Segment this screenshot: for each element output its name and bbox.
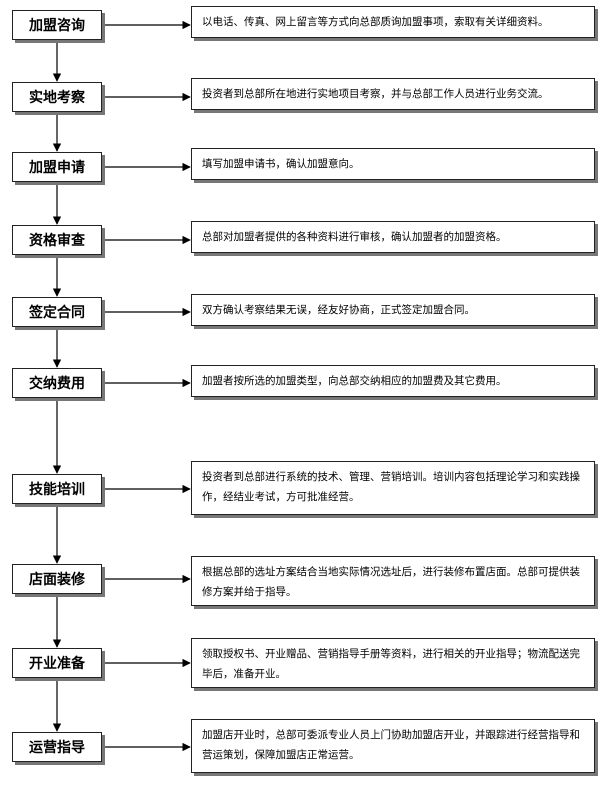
step-label-3: 加盟申请 (12, 152, 102, 182)
step-desc-text-5: 双方确认考察结果无误，经友好协商，正式签定加盟合同。 (202, 304, 475, 316)
step-desc-text-9: 领取授权书、开业赠品、营销指导手册等资料，进行相关的开业指导；物流配送完毕后，准… (202, 648, 580, 680)
step-desc-8: 根据总部的选址方案结合当地实际情况选址后，进行装修布置店面。总部可提供装修方案并… (191, 556, 595, 606)
step-label-7: 技能培训 (12, 474, 102, 504)
step-desc-2: 投资者到总部所在地进行实地项目考察，并与总部工作人员进行业务交流。 (191, 78, 595, 110)
step-desc-text-1: 以电话、传真、网上留言等方式向总部质询加盟事项，索取有关详细资料。 (202, 16, 549, 28)
step-label-2: 实地考察 (12, 82, 102, 112)
step-label-4: 资格审查 (12, 225, 102, 255)
step-label-10: 运营指导 (12, 732, 102, 762)
step-label-5: 签定合同 (12, 297, 102, 327)
step-desc-3: 填写加盟申请书，确认加盟意向。 (191, 148, 595, 180)
step-label-9: 开业准备 (12, 648, 102, 678)
step-desc-9: 领取授权书、开业赠品、营销指导手册等资料，进行相关的开业指导；物流配送完毕后，准… (191, 638, 595, 688)
step-label-1: 加盟咨询 (12, 10, 102, 40)
step-desc-text-4: 总部对加盟者提供的各种资料进行审核，确认加盟者的加盟资格。 (202, 231, 507, 243)
step-desc-1: 以电话、传真、网上留言等方式向总部质询加盟事项，索取有关详细资料。 (191, 6, 595, 38)
step-desc-text-3: 填写加盟申请书，确认加盟意向。 (202, 158, 360, 170)
step-desc-5: 双方确认考察结果无误，经友好协商，正式签定加盟合同。 (191, 294, 595, 326)
step-desc-4: 总部对加盟者提供的各种资料进行审核，确认加盟者的加盟资格。 (191, 221, 595, 253)
step-desc-text-2: 投资者到总部所在地进行实地项目考察，并与总部工作人员进行业务交流。 (202, 88, 549, 100)
step-desc-7: 投资者到总部进行系统的技术、管理、营销培训。培训内容包括理论学习和实践操作，经结… (191, 461, 595, 515)
step-desc-text-8: 根据总部的选址方案结合当地实际情况选址后，进行装修布置店面。总部可提供装修方案并… (202, 566, 580, 598)
step-desc-6: 加盟者按所选的加盟类型，向总部交纳相应的加盟费及其它费用。 (191, 365, 595, 397)
step-label-6: 交纳费用 (12, 368, 102, 398)
step-desc-text-6: 加盟者按所选的加盟类型，向总部交纳相应的加盟费及其它费用。 (202, 375, 507, 387)
step-label-8: 店面装修 (12, 564, 102, 594)
step-desc-text-10: 加盟店开业时，总部可委派专业人员上门协助加盟店开业，并跟踪进行经营指导和营运策划… (202, 729, 580, 761)
step-desc-10: 加盟店开业时，总部可委派专业人员上门协助加盟店开业，并跟踪进行经营指导和营运策划… (191, 719, 595, 773)
step-desc-text-7: 投资者到总部进行系统的技术、管理、营销培训。培训内容包括理论学习和实践操作，经结… (202, 471, 580, 503)
